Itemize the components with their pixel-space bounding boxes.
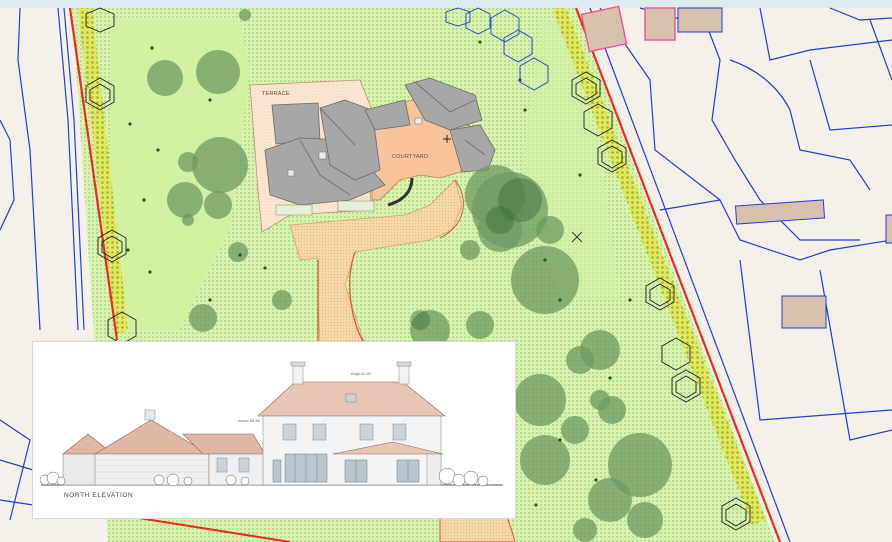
elevation-drawing: ridge 62.00 eaves 56.50	[39, 361, 503, 487]
shrub-symbols	[126, 40, 632, 507]
eaves-annotation: eaves 56.50	[238, 418, 261, 423]
parcel-lines-west	[0, 7, 85, 521]
tree-canopies-dark	[410, 178, 542, 330]
survey-cross-marker	[571, 231, 583, 243]
chimneys	[287, 117, 423, 177]
site-boundary-west	[68, 7, 119, 341]
parcel-lines-east	[589, 7, 892, 542]
ridge-annotation: ridge 62.00	[351, 371, 372, 376]
lawn-area-west	[110, 20, 250, 330]
site-boundary-east	[574, 7, 782, 542]
roof-ridge-lines	[299, 81, 486, 196]
top-edge-strip	[0, 0, 892, 8]
neighbour-buildings	[580, 5, 892, 329]
hedge-tree-symbols	[85, 7, 751, 531]
terrace-label: TERRACE	[262, 91, 290, 97]
existing-tree-symbols	[445, 7, 549, 91]
hedge-east	[552, 8, 766, 525]
courtyard-label: COURTYARD	[392, 154, 428, 160]
terrace-planters	[275, 177, 414, 216]
north-elevation-inset: ridge 62.00 eaves 56.50 NORTH ELEVATION	[33, 342, 515, 518]
elevation-caption: NORTH ELEVATION	[64, 492, 134, 499]
courtyard-marker	[443, 135, 451, 143]
site-boundary-south	[119, 514, 291, 542]
